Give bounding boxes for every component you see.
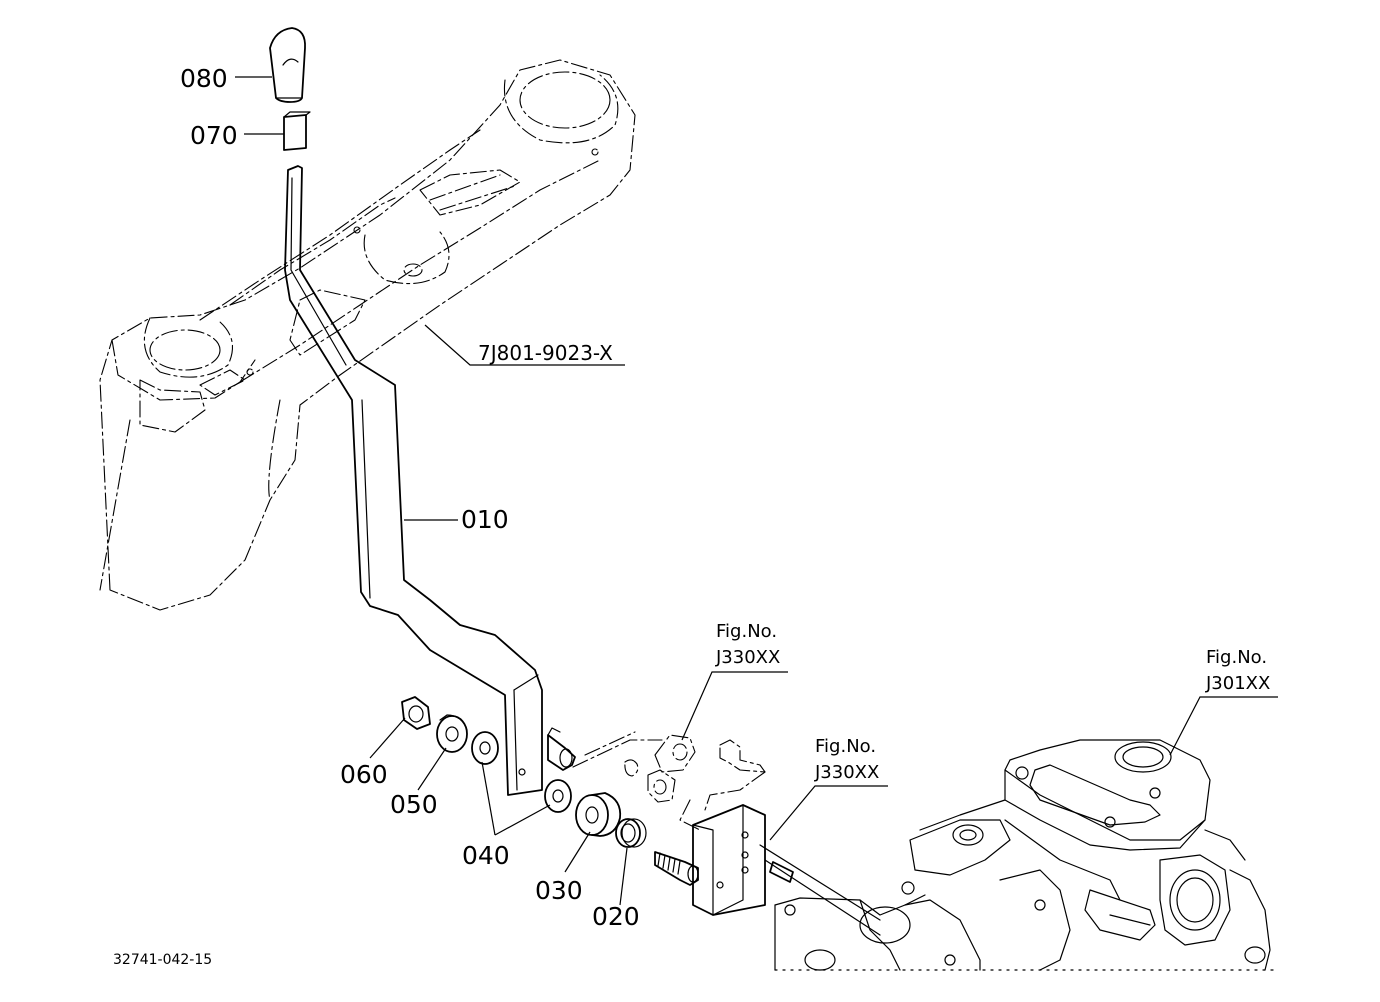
fig-c-label: Fig.No.: [1206, 647, 1267, 668]
pivot-bolt: [547, 727, 576, 771]
adjust-bolt: [654, 851, 699, 886]
label-020: 020: [592, 902, 640, 931]
label-010: 010: [461, 505, 509, 534]
valve-body: [774, 739, 1276, 971]
bracket-plate: [692, 804, 766, 916]
label-030: 030: [535, 876, 583, 905]
washer-040a: [471, 731, 499, 765]
leader-lines: [235, 76, 1278, 906]
cover-phantom: [99, 59, 636, 611]
grip-070: [283, 111, 311, 151]
knob-080: [269, 27, 306, 103]
drawing-number: 32741-042-15: [113, 952, 212, 968]
fig-b-number[interactable]: J330XX: [814, 762, 879, 783]
nut-060: [401, 696, 431, 730]
fig-a-number[interactable]: J330XX: [715, 647, 780, 668]
pin-rod: [759, 844, 881, 936]
label-080: 080: [180, 64, 228, 93]
washer-040b: [544, 779, 572, 813]
washer-050: [436, 714, 468, 753]
fig-a-label: Fig.No.: [716, 621, 777, 642]
lever-010: [284, 165, 543, 796]
fig-b-label: Fig.No.: [815, 736, 876, 757]
fig-c-number[interactable]: J301XX: [1205, 673, 1270, 694]
label-070: 070: [190, 121, 238, 150]
label-050: 050: [390, 790, 438, 819]
spring-020: [615, 818, 647, 848]
label-040: 040: [462, 841, 510, 870]
label-060: 060: [340, 760, 388, 789]
collar-030: [575, 792, 622, 837]
label-cover-part-no: 7J801-9023-X: [478, 341, 613, 365]
linkage-phantom: [624, 734, 766, 831]
